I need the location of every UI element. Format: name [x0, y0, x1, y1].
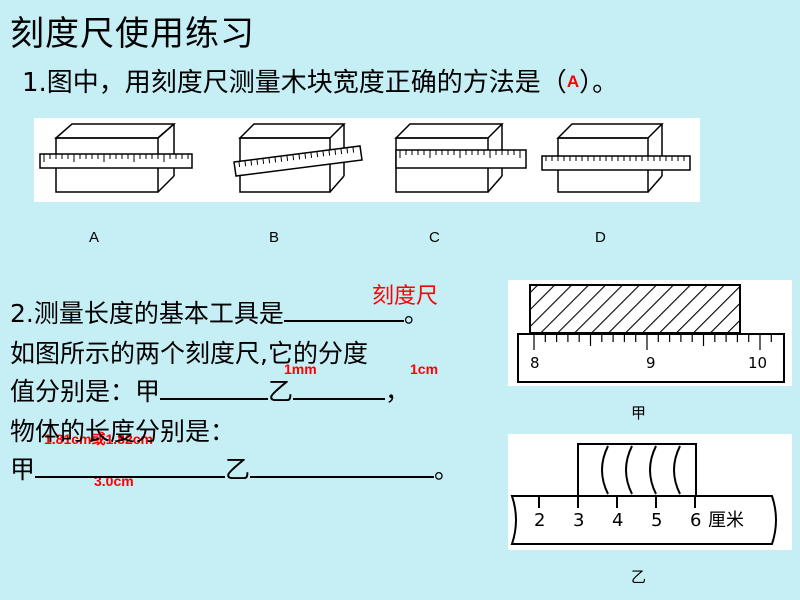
- ruler-tick-mark: [250, 160, 253, 166]
- ruler-tick-mark: [268, 158, 271, 164]
- ruler-jia-tick-10: 10: [748, 354, 767, 372]
- ruler-tick-mark: [346, 148, 349, 154]
- method-c-drawing: [394, 123, 527, 193]
- ruler-tick-mark: [334, 149, 337, 155]
- ruler-yi-unit: 厘米: [708, 510, 744, 531]
- question-1: 1.图中，用刻度尺测量木块宽度正确的方法是（A）。: [22, 62, 618, 99]
- method-d-drawing: [541, 123, 691, 193]
- jia-division-label: 值分别是：甲: [10, 377, 161, 406]
- ruler-tick-mark: [328, 150, 331, 156]
- question-2-line-1: 2.测量长度的基本工具是 。: [10, 294, 429, 330]
- ruler-tick-mark: [304, 153, 307, 159]
- yi-division-label: 乙: [268, 377, 294, 406]
- question-2-line-5: 甲 乙 。: [10, 450, 459, 486]
- object-arcs: [601, 445, 681, 495]
- ruler-tick-mark: [352, 147, 355, 153]
- option-c-label: C: [429, 229, 440, 246]
- question-2-line-2: 如图所示的两个刻度尺,它的分度: [10, 339, 368, 368]
- page-title: 刻度尺使用练习: [10, 14, 255, 54]
- ruler-jia-caption: 甲: [631, 404, 647, 422]
- ruler-tick-mark: [274, 157, 277, 163]
- ruler-yi-tick-2: 2: [534, 510, 545, 531]
- ruler-tick-mark: [244, 161, 247, 167]
- ruler-jia-drawing: 8 9 10: [517, 284, 785, 383]
- question-1-text-after: ）。: [579, 68, 619, 98]
- ruler-yi-tick-6: 6: [690, 510, 701, 531]
- blank-tool[interactable]: [283, 300, 404, 322]
- comma: ，: [385, 377, 411, 406]
- ruler-yi-tick-5: 5: [651, 510, 662, 531]
- question-1-text-before: 1.图中，用刻度尺测量木块宽度正确的方法是（: [22, 68, 567, 98]
- method-b-drawing: [233, 123, 363, 193]
- ruler-tick-mark: [280, 156, 283, 162]
- blank-jia-division[interactable]: [160, 378, 269, 400]
- ruler-tick-mark: [286, 155, 289, 161]
- blank-jia-length[interactable]: [35, 456, 226, 478]
- ruler-yi-tick-4: 4: [612, 510, 623, 531]
- ruler-tick-mark: [238, 161, 241, 168]
- ruler-yi-figure: 2 3 4 5 6 厘米: [508, 434, 792, 550]
- question-2-line-3: 值分别是：甲 乙 ，: [10, 372, 410, 408]
- measurement-methods-drawing: [39, 123, 691, 193]
- ruler-tick-mark: [316, 152, 319, 158]
- ruler-tick-mark: [310, 152, 313, 158]
- answer-jia-length: 1.81cm或1.82cm: [44, 431, 153, 447]
- ruler-tick-mark: [256, 159, 259, 165]
- ruler-yi-tick-3: 3: [573, 510, 584, 531]
- question-2-line-4: 物体的长度分别是：: [10, 417, 236, 446]
- option-b-label: B: [269, 229, 280, 246]
- measurement-methods-figure: [34, 118, 700, 202]
- blank-yi-division[interactable]: [293, 378, 386, 400]
- ruler-tick-mark: [340, 149, 343, 155]
- ruler-yi-caption: 乙: [631, 568, 647, 586]
- question-2-text: 2.测量长度的基本工具是: [10, 299, 284, 328]
- hatched-block: [529, 284, 741, 334]
- ruler-jia-tick-9: 9: [646, 354, 656, 372]
- option-a-label: A: [89, 229, 100, 246]
- ruler-jia-body: [517, 333, 785, 383]
- answer-tool: 刻度尺: [372, 284, 439, 309]
- question-1-answer: A: [566, 72, 580, 91]
- ruler-tick-mark: [298, 154, 301, 160]
- ruler-jia-tick-8: 8: [530, 354, 540, 372]
- answer-yi-division: 1cm: [410, 361, 439, 377]
- jia-length-label: 甲: [10, 455, 36, 484]
- ruler-yi-drawing: 2 3 4 5 6 厘米: [510, 443, 777, 545]
- option-d-label: D: [595, 229, 606, 246]
- ruler-jia-figure: 8 9 10: [508, 280, 792, 386]
- answer-jia-division: 1mm: [284, 361, 317, 377]
- ruler-tick-mark: [322, 151, 325, 157]
- question-2-period: 。: [403, 299, 429, 328]
- ruler-tick-mark: [262, 158, 265, 165]
- yi-length-label: 乙: [225, 455, 251, 484]
- method-a-drawing: [39, 123, 193, 193]
- final-period: 。: [434, 455, 460, 484]
- ruler-tick-mark: [292, 155, 295, 161]
- blank-yi-length[interactable]: [250, 456, 435, 478]
